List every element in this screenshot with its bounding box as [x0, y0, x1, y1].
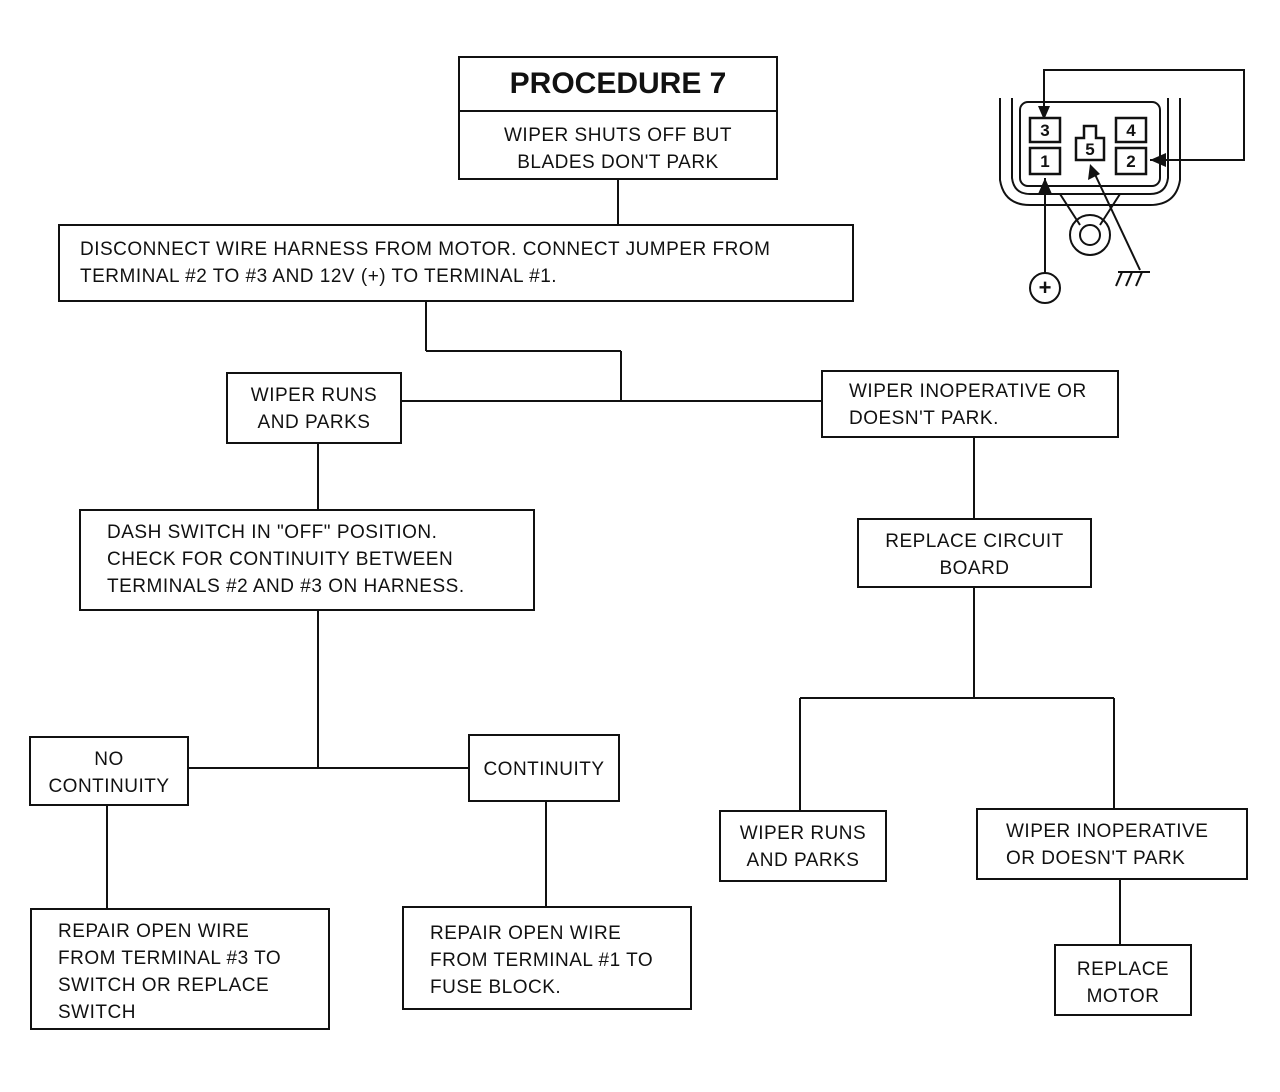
wiper-runs-parks-result-box: WIPER RUNS AND PARKS [719, 810, 887, 882]
wiper-runs-parks-result-line-2: AND PARKS [746, 850, 860, 871]
repair-terminal3-line-3: SWITCH OR REPLACE [58, 975, 270, 996]
wiper-inoperative-result-line-1: WIPER INOPERATIVE [1006, 821, 1209, 842]
dash-switch-line-2: CHECK FOR CONTINUITY BETWEEN [107, 549, 454, 570]
subtitle-line-2: BLADES DON'T PARK [517, 152, 719, 173]
wiper-inoperative-box: WIPER INOPERATIVE OR DOESN'T PARK. [821, 370, 1119, 438]
connector-terminal-diagram: 3 4 1 5 2 + [999, 69, 1245, 304]
replace-motor-box: REPLACE MOTOR [1054, 944, 1192, 1016]
terminal-4-pin [1114, 116, 1148, 144]
dash-switch-line-1: DASH SWITCH IN "OFF" POSITION. [107, 522, 438, 543]
repair-terminal3-line-4: SWITCH [58, 1002, 136, 1023]
continuity-line-1: CONTINUITY [483, 759, 605, 780]
terminal-2-pin [1114, 146, 1148, 176]
repair-open-wire-terminal3-box: REPAIR OPEN WIRE FROM TERMINAL #3 TO SWI… [30, 908, 330, 1030]
terminal-5-pin [1074, 124, 1106, 162]
repair-terminal3-line-1: REPAIR OPEN WIRE [58, 921, 250, 942]
subtitle-line-1: WIPER SHUTS OFF BUT [504, 125, 732, 146]
replace-circuit-board-line-2: BOARD [939, 558, 1010, 579]
wiper-runs-parks-result-line-1: WIPER RUNS [739, 823, 867, 844]
terminal-1-pin [1028, 146, 1062, 176]
repair-terminal1-line-2: FROM TERMINAL #1 TO [430, 950, 654, 971]
wiper-runs-parks-line-1: WIPER RUNS [250, 385, 378, 406]
disconnect-line-1: DISCONNECT WIRE HARNESS FROM MOTOR. CONN… [80, 239, 771, 260]
procedure-subtitle: WIPER SHUTS OFF BUT BLADES DON'T PARK [460, 112, 776, 176]
replace-motor-line-1: REPLACE [1076, 959, 1170, 980]
disconnect-line-2: TERMINAL #2 TO #3 AND 12V (+) TO TERMINA… [80, 266, 558, 287]
continuity-box: CONTINUITY [468, 734, 620, 802]
no-continuity-line-1: NO [94, 749, 124, 770]
terminal-2-label: 2 [1126, 152, 1135, 171]
repair-open-wire-terminal1-box: REPAIR OPEN WIRE FROM TERMINAL #1 TO FUS… [402, 906, 692, 1010]
wiper-runs-parks-line-2: AND PARKS [257, 412, 371, 433]
positive-terminal-symbol [1029, 272, 1061, 304]
repair-terminal3-line-2: FROM TERMINAL #3 TO [58, 948, 282, 969]
repair-terminal1-line-1: REPAIR OPEN WIRE [430, 923, 622, 944]
repair-terminal1-line-3: FUSE BLOCK. [430, 977, 562, 998]
wiper-inoperative-result-box: WIPER INOPERATIVE OR DOESN'T PARK [976, 808, 1248, 880]
terminal-5-label: 5 [1085, 140, 1094, 159]
replace-motor-line-2: MOTOR [1086, 986, 1160, 1007]
replace-circuit-board-line-1: REPLACE CIRCUIT [885, 531, 1064, 552]
terminal-4-label: 4 [1126, 121, 1136, 140]
terminal-3-pin [1028, 116, 1062, 144]
wiper-inoperative-line-2: DOESN'T PARK. [849, 408, 999, 429]
wiper-runs-parks-box: WIPER RUNS AND PARKS [226, 372, 402, 444]
positive-symbol-label: + [1039, 275, 1052, 300]
disconnect-harness-step: DISCONNECT WIRE HARNESS FROM MOTOR. CONN… [58, 224, 854, 302]
procedure-title-box: PROCEDURE 7 WIPER SHUTS OFF BUT BLADES D… [458, 56, 778, 180]
wiper-inoperative-line-1: WIPER INOPERATIVE OR [849, 381, 1087, 402]
wiper-inoperative-result-line-2: OR DOESN'T PARK [1006, 848, 1186, 869]
dash-switch-check-box: DASH SWITCH IN "OFF" POSITION. CHECK FOR… [79, 509, 535, 611]
replace-circuit-board-box: REPLACE CIRCUIT BOARD [857, 518, 1092, 588]
terminal-1-label: 1 [1040, 152, 1049, 171]
no-continuity-line-2: CONTINUITY [48, 776, 170, 797]
procedure-title: PROCEDURE 7 [460, 58, 776, 112]
terminal-3-label: 3 [1040, 121, 1049, 140]
no-continuity-box: NO CONTINUITY [29, 736, 189, 806]
dash-switch-line-3: TERMINALS #2 AND #3 ON HARNESS. [107, 576, 465, 597]
